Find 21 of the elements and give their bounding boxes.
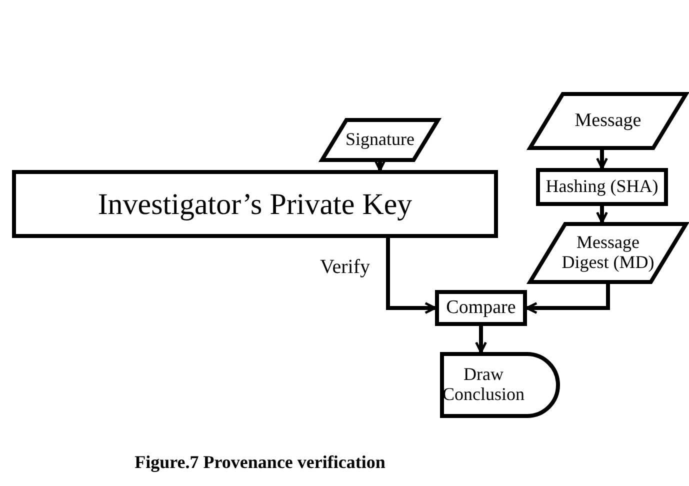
node-label: Signature [346,130,414,150]
figure-caption: Figure.7 Provenance verification [134,452,386,473]
data-parallelogram [528,92,688,150]
arrow [596,206,608,224]
arrow [475,326,487,354]
arrow [386,238,436,314]
node-label: Hashing (SHA) [546,177,658,197]
arrow [526,284,610,314]
delay-shape [440,352,560,418]
arrow [596,150,608,170]
edge-label: Verify [318,256,372,279]
process-box [435,290,527,326]
process-box [536,168,668,206]
data-parallelogram [528,222,688,284]
node-label: Message Digest (MD) [560,233,656,273]
node-label: Compare [446,298,516,318]
node-label: Draw Conclusion [441,365,526,405]
node-label: Investigator’s Private Key [98,188,412,220]
data-parallelogram [320,118,440,162]
node-label: Message [574,110,642,132]
process-box [12,170,498,238]
